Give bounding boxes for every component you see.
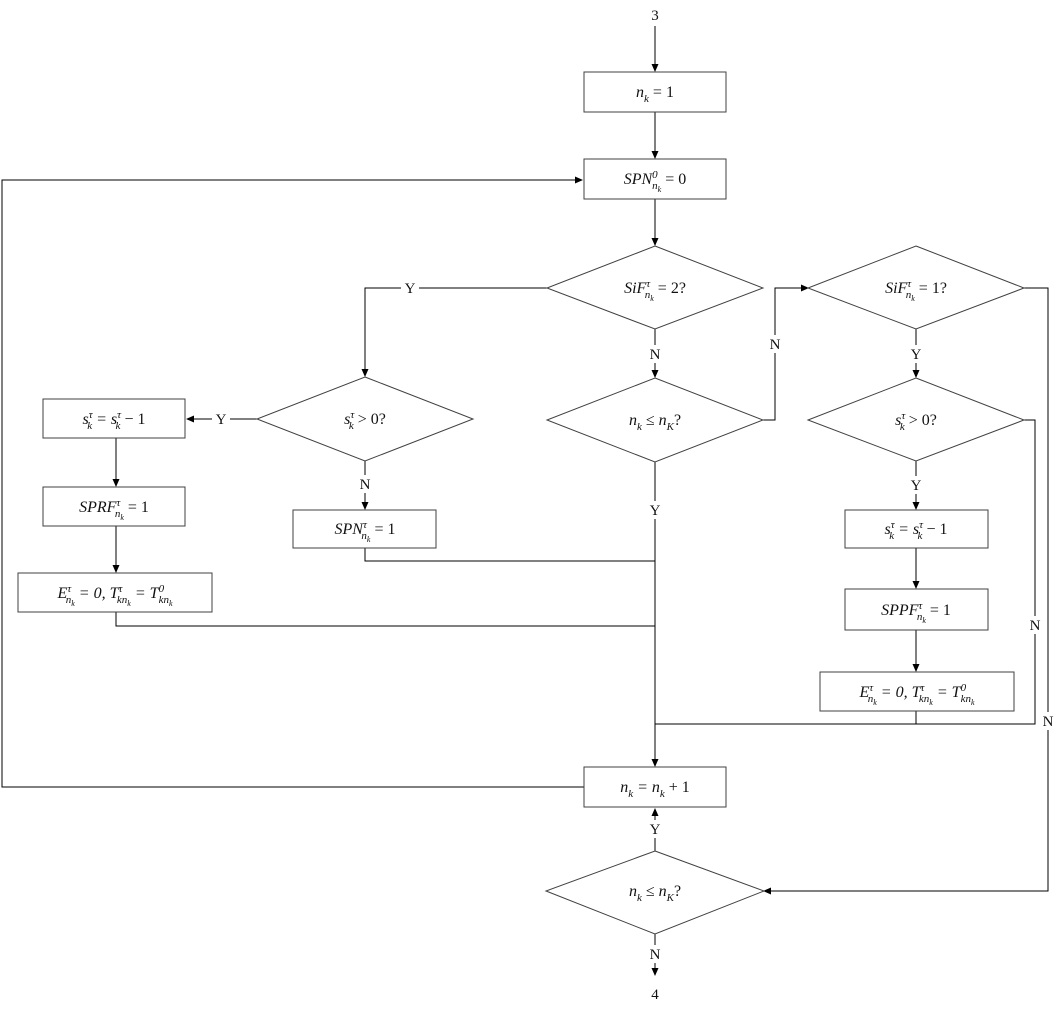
entry-connector: 3 <box>651 8 659 24</box>
edge-label-sif1-no: N <box>1043 714 1054 730</box>
box-init-nk-label: nk​ = 1 <box>636 84 674 105</box>
flow-sright-no <box>916 419 1036 725</box>
edge-label-sright-yes: Y <box>911 478 922 494</box>
diamond-nk-le-bottom-label: nk​ ≤ nK​? <box>629 883 681 904</box>
box-dec-s-right <box>844 509 989 549</box>
flow-left-merge <box>115 612 655 627</box>
flow-sif1-no <box>763 287 1049 895</box>
edge-label-sif2-no: N <box>650 347 661 363</box>
edge-label-sleft-yes: Y <box>216 412 227 428</box>
exit-connector: 4 <box>651 987 659 1003</box>
diamond-nk-le-mid-label: nk​ ≤ nK​? <box>629 412 681 433</box>
diamond-s-pos-left-label: sτk​ > 0? <box>344 409 386 432</box>
box-set-sppf <box>844 588 989 631</box>
diamond-sif-1 <box>806 245 1026 330</box>
process-boxes <box>17 71 1015 808</box>
flow-spn-merge <box>364 548 655 562</box>
edge-labels: Y N Y N N Y Y Y N N Y N <box>212 279 1057 963</box>
diamond-nk-le-mid <box>545 377 765 463</box>
edge-label-sif1-yes: Y <box>911 347 922 363</box>
box-inc-nk-label: nk​ = nk​ + 1 <box>620 779 690 800</box>
flow-right-merge <box>655 711 917 725</box>
flow-nkmid-no <box>763 284 809 421</box>
diamond-nk-le-bottom <box>544 850 766 935</box>
edge-label-nkbot-no: N <box>650 947 661 963</box>
box-reset-e-left <box>17 572 213 613</box>
box-inc-nk <box>583 766 727 808</box>
edge-label-sif2-yes: Y <box>405 281 416 297</box>
box-dec-s-left-label: sτk​ = sτk​ − 1 <box>83 409 146 432</box>
flow-sif2-yes <box>361 287 547 377</box>
diamond-s-pos-right-label: sτk​ > 0? <box>895 410 937 433</box>
box-dec-s-right-label: sτk​ = sτk​ − 1 <box>885 519 948 542</box>
edge-label-nkbot-yes: Y <box>650 822 661 838</box>
edge-label-nkmid-yes: Y <box>650 503 661 519</box>
edge-label-nkmid-no: N <box>770 337 781 353</box>
flow-loop-back <box>1 176 584 788</box>
box-set-spn <box>292 509 437 549</box>
box-init-nk <box>583 71 727 113</box>
box-reset-spn <box>583 158 727 200</box>
box-set-sprf <box>42 486 186 527</box>
diamond-sif-2 <box>545 245 765 330</box>
diamond-s-pos-right <box>806 377 1026 462</box>
box-reset-e-right <box>819 671 1015 712</box>
connector-lines <box>1 26 1049 976</box>
decision-diamonds <box>255 245 1026 935</box>
edge-label-sleft-no: N <box>360 477 371 493</box>
box-dec-s-left <box>42 398 186 439</box>
edge-label-sright-no: N <box>1030 618 1041 634</box>
diamond-s-pos-left <box>255 376 475 462</box>
